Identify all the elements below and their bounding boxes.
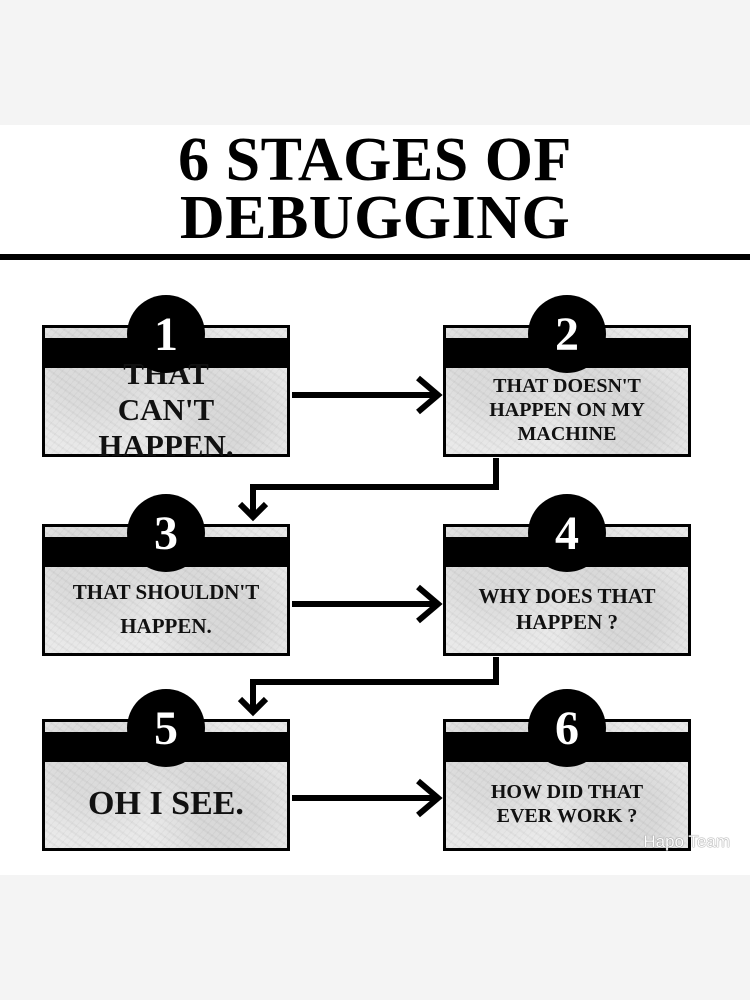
stage-text: THAT CAN'T HAPPEN. xyxy=(98,356,234,463)
title-line-2: DEBUGGING xyxy=(179,184,571,252)
stage-number-badge: 6 xyxy=(528,689,606,767)
arrow-1-to-2 xyxy=(292,375,443,415)
stage-card-1: THAT CAN'T HAPPEN. xyxy=(42,325,290,463)
arrow-2-to-3 xyxy=(237,458,499,522)
title-divider xyxy=(0,254,750,260)
stage-number-badge: 3 xyxy=(127,494,205,572)
arrow-3-to-4 xyxy=(292,584,443,624)
title-line-1: 6 STAGES OF xyxy=(178,126,572,194)
stage-number-badge: 5 xyxy=(127,689,205,767)
stage-text: WHY DOES THAT HAPPEN ? xyxy=(478,584,656,634)
stage-text: THAT DOESN'T HAPPEN ON MY MACHINE xyxy=(489,375,645,445)
stage-text: HOW DID THAT EVER WORK ? xyxy=(490,781,644,827)
arrow-5-to-6 xyxy=(292,778,443,818)
stage-number-badge: 4 xyxy=(528,494,606,572)
stage-number-badge: 1 xyxy=(127,295,205,373)
stage-text: OH I SEE. xyxy=(88,785,244,822)
stage-text: THAT SHOULDN'T HAPPEN. xyxy=(72,580,260,638)
watermark: Hapo Team xyxy=(643,832,730,851)
stage-number-badge: 2 xyxy=(528,295,606,373)
arrow-4-to-5 xyxy=(237,657,499,717)
